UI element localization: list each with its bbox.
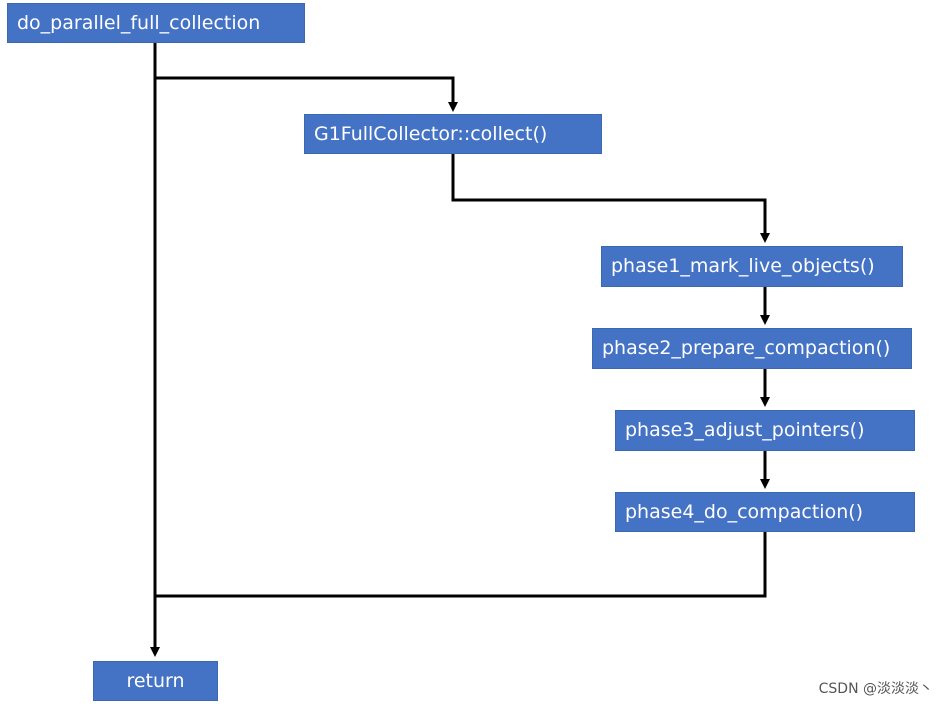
node-label: phase3_adjust_pointers()	[625, 419, 865, 441]
node-g1-full-collector-collect: G1FullCollector::collect()	[304, 114, 602, 154]
node-phase4-do-compaction: phase4_do_compaction()	[615, 492, 915, 532]
collect-to-phase1	[451, 154, 770, 243]
node-label: phase1_mark_live_objects()	[611, 255, 875, 277]
node-return: return	[93, 661, 218, 701]
node-do-parallel-full-collection: do_parallel_full_collection	[7, 3, 305, 43]
csdn-credit: CSDN @淡淡淡丶	[818, 681, 933, 697]
node-phase1-mark-live-objects: phase1_mark_live_objects()	[601, 246, 903, 287]
node-label: do_parallel_full_collection	[17, 11, 261, 34]
node-label: phase2_prepare_compaction()	[602, 337, 891, 359]
node-phase2-prepare-compaction: phase2_prepare_compaction()	[592, 328, 912, 369]
node-label: G1FullCollector::collect()	[314, 122, 548, 145]
phase4-return-line	[155, 532, 767, 598]
branch-to-collect	[155, 76, 458, 112]
node-label: return	[126, 669, 185, 692]
node-phase3-adjust-pointers: phase3_adjust_pointers()	[615, 410, 915, 451]
node-label: phase4_do_compaction()	[625, 500, 864, 523]
